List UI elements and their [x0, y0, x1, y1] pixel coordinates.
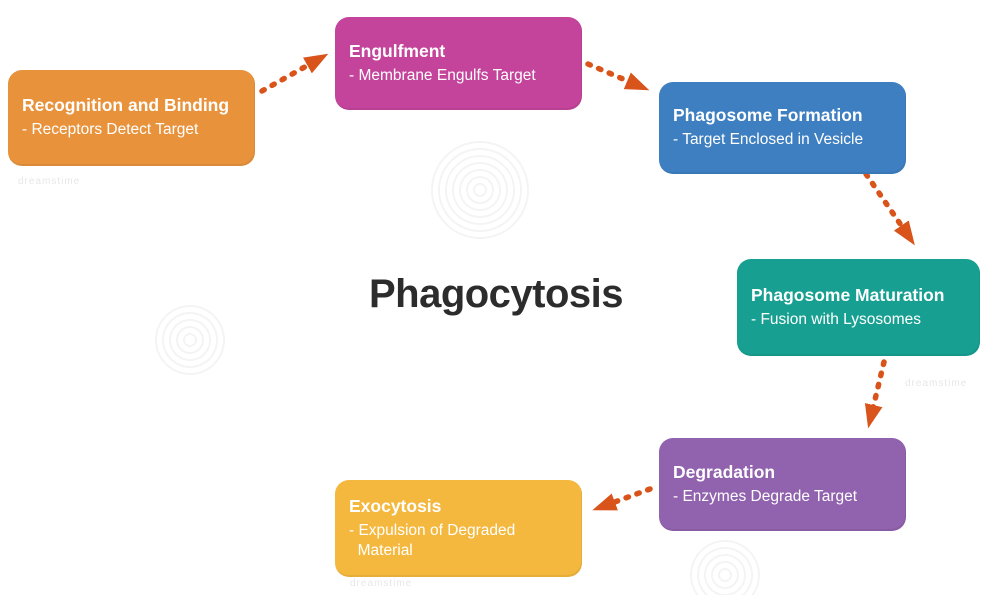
node-subtitle: - Fusion with Lysosomes	[751, 310, 921, 328]
node-subtitle: - Receptors Detect Target	[22, 121, 199, 139]
node-subtitle: - Target Enclosed in Vesicle	[673, 131, 864, 149]
node-degradation: Degradation - Enzymes Degrade Target	[659, 438, 906, 531]
node-title: Exocytosis	[349, 495, 442, 516]
node-exocytosis: Exocytosis - Expulsion of Degraded Mater…	[335, 480, 582, 577]
node-title: Recognition and Binding	[22, 95, 230, 116]
arrow-maturation-to-degradation	[864, 359, 887, 429]
node-subtitle: - Enzymes Degrade Target	[673, 487, 858, 505]
node-phagosome-maturation: Phagosome Maturation - Fusion with Lysos…	[737, 259, 980, 356]
node-title: Engulfment	[349, 40, 446, 61]
arrow-formation-to-maturation	[863, 171, 915, 246]
node-engulfment: Engulfment - Membrane Engulfs Target	[335, 17, 582, 110]
node-title: Phagosome Maturation	[751, 284, 945, 305]
node-phagosome-formation: Phagosome Formation - Target Enclosed in…	[659, 82, 906, 174]
watermark-spiral	[430, 140, 530, 240]
arrow-recognition-to-engulfment	[259, 53, 329, 94]
node-title: Degradation	[673, 461, 776, 482]
arrow-engulfment-to-formation	[585, 61, 650, 91]
watermark-text: dreamstime	[350, 578, 413, 589]
watermark-text: dreamstime	[905, 378, 968, 389]
node-recognition-and-binding: Recognition and Binding - Receptors Dete…	[8, 70, 255, 166]
node-subtitle: - Expulsion of Degraded Material	[349, 521, 516, 559]
watermark-spiral	[150, 300, 230, 380]
watermark-spiral	[690, 540, 760, 595]
diagram-title: Phagocytosis	[368, 272, 624, 316]
arrow-degradation-to-exocytosis	[592, 486, 653, 511]
node-subtitle: - Membrane Engulfs Target	[349, 66, 536, 84]
watermark-text: dreamstime	[18, 176, 81, 187]
node-title: Phagosome Formation	[673, 105, 863, 126]
